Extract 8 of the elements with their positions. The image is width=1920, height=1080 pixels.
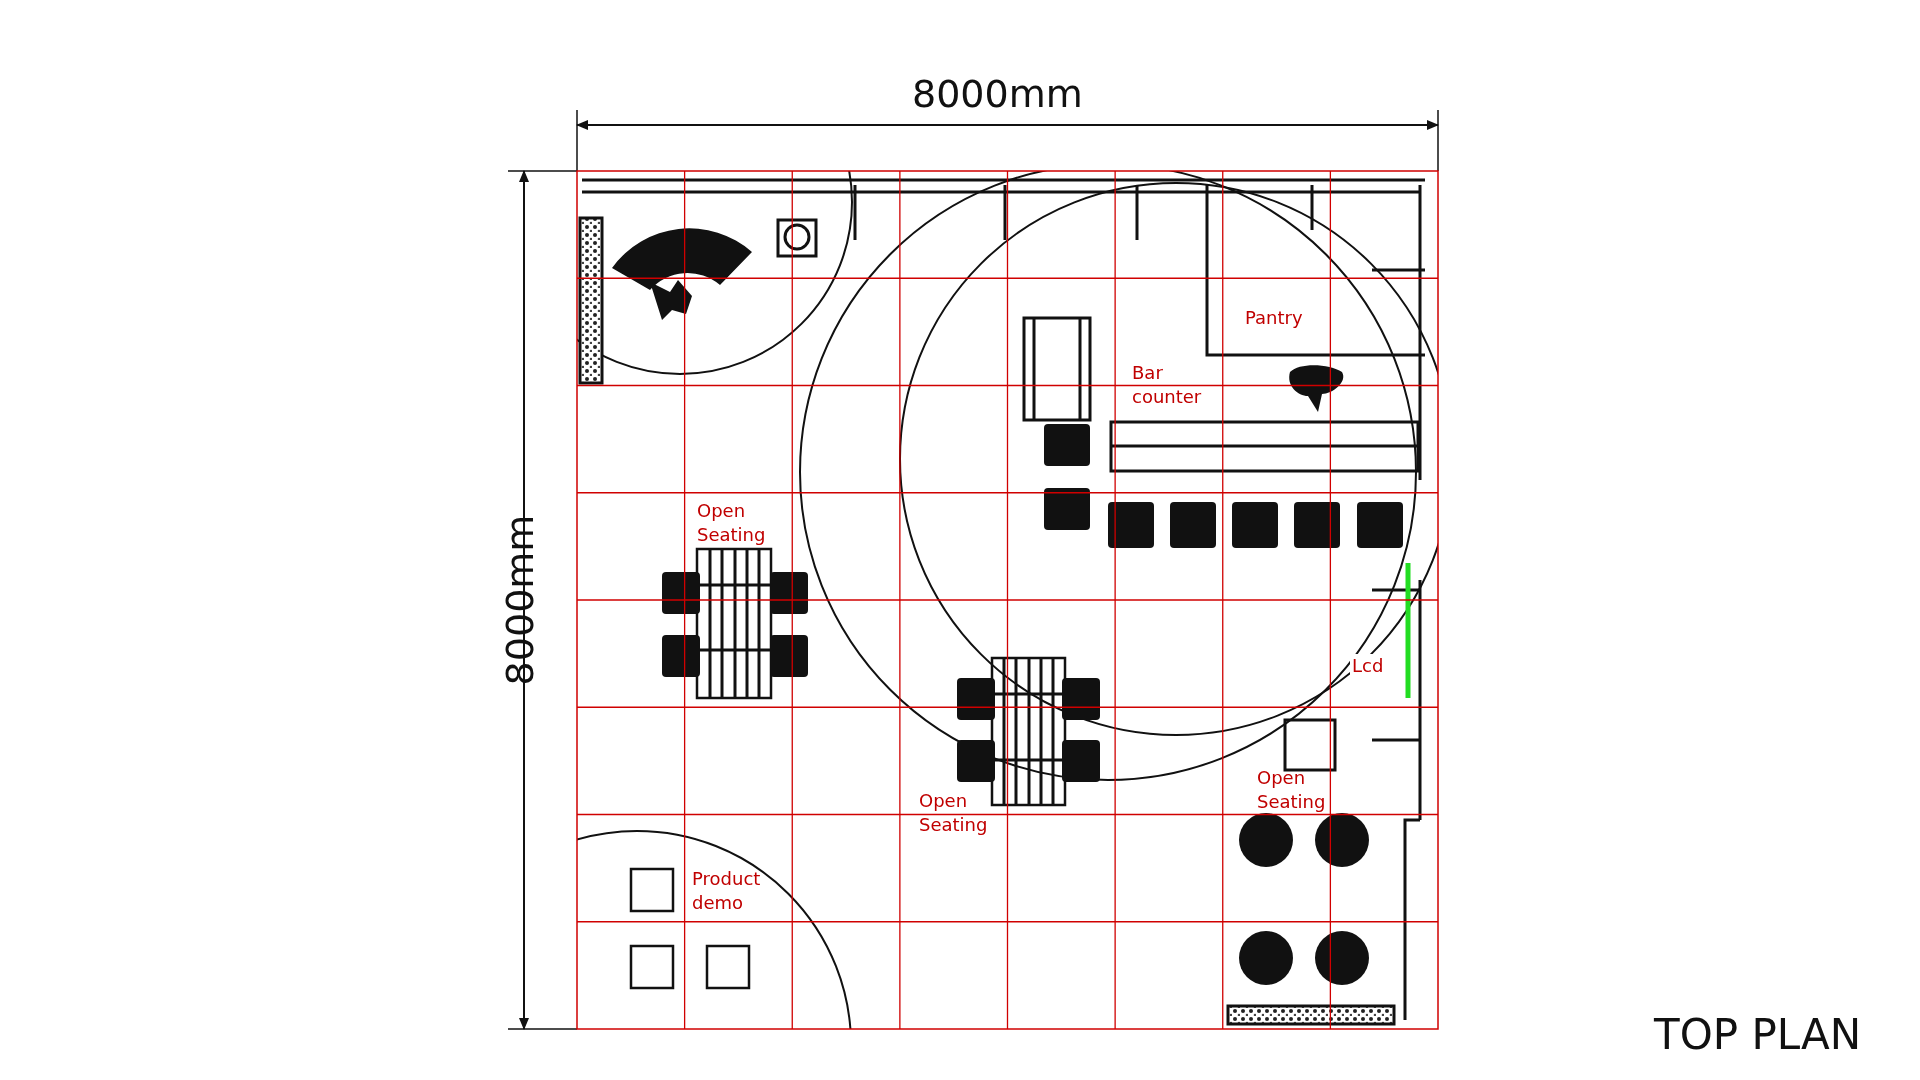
area-label: Pantry — [1245, 306, 1303, 330]
area-label: Open Seating — [697, 499, 767, 547]
dimension-label: 8000mm — [912, 74, 1083, 114]
area-label: Open Seating — [919, 789, 989, 837]
area-label: Product demo — [692, 867, 762, 915]
plan-title: TOP PLAN — [1654, 1012, 1862, 1058]
area-label: Open Seating — [1257, 766, 1327, 814]
area-label: Bar counter — [1132, 361, 1203, 409]
